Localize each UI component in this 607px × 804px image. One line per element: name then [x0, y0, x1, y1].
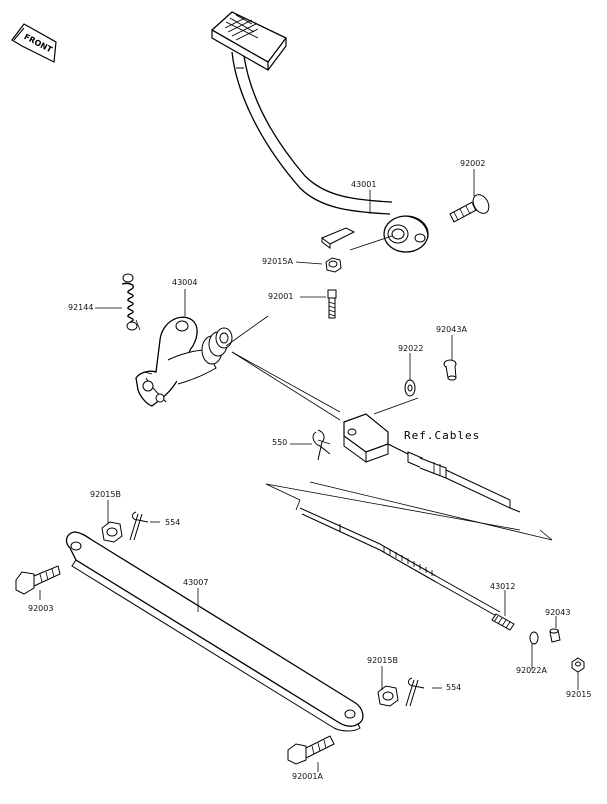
label-92001A: 92001A [292, 772, 323, 781]
cotter-pin-554-left [129, 511, 149, 541]
label-92144: 92144 [68, 303, 94, 312]
label-43007: 43007 [183, 578, 209, 587]
label-92022A: 92022A [516, 666, 547, 675]
label-92002: 92002 [460, 159, 486, 168]
label-550: 550 [272, 438, 288, 447]
front-arrow-icon: FRONT [11, 23, 57, 63]
nut-92015B-right [377, 685, 399, 707]
rod-end-43012 [491, 613, 515, 631]
label-43004: 43004 [172, 278, 198, 287]
pin-92043A [443, 359, 457, 381]
leader-lines [39, 169, 579, 772]
bolt-92001A [287, 735, 335, 765]
nut-92015B-left [101, 521, 123, 543]
label-92015A: 92015A [262, 257, 293, 266]
cable-end [407, 451, 521, 513]
washer-92022 [404, 379, 416, 397]
pin-92043 [549, 628, 561, 643]
nut-92015A [325, 257, 342, 273]
washer-92022A [529, 631, 539, 645]
brake-rod [299, 507, 501, 619]
nut-92015 [571, 657, 585, 673]
label-92003: 92003 [28, 604, 54, 613]
clevis [343, 413, 413, 463]
brake-pedal-43001 [210, 11, 429, 253]
label-92043: 92043 [545, 608, 571, 617]
label-92015B-right: 92015B [367, 656, 398, 665]
label-92015B-left: 92015B [90, 490, 121, 499]
ref-cables-label: Ref.Cables [404, 429, 481, 442]
bolt-92002 [449, 194, 490, 223]
cotter-pin-554-right [405, 677, 425, 707]
label-92022: 92022 [398, 344, 424, 353]
bolt-92003 [15, 565, 61, 595]
lever-43004 [135, 316, 233, 407]
label-554-right: 554 [446, 683, 462, 692]
link-bar-43007 [65, 531, 364, 732]
label-43001: 43001 [351, 180, 377, 189]
label-92043A: 92043A [436, 325, 467, 334]
label-92001: 92001 [268, 292, 294, 301]
label-554-left: 554 [165, 518, 181, 527]
cotter-pin-550 [312, 429, 331, 461]
bolt-92001 [327, 289, 337, 319]
label-92015: 92015 [566, 690, 592, 699]
guide-lines [135, 235, 553, 541]
spring-92144 [121, 273, 138, 331]
label-43012: 43012 [490, 582, 516, 591]
